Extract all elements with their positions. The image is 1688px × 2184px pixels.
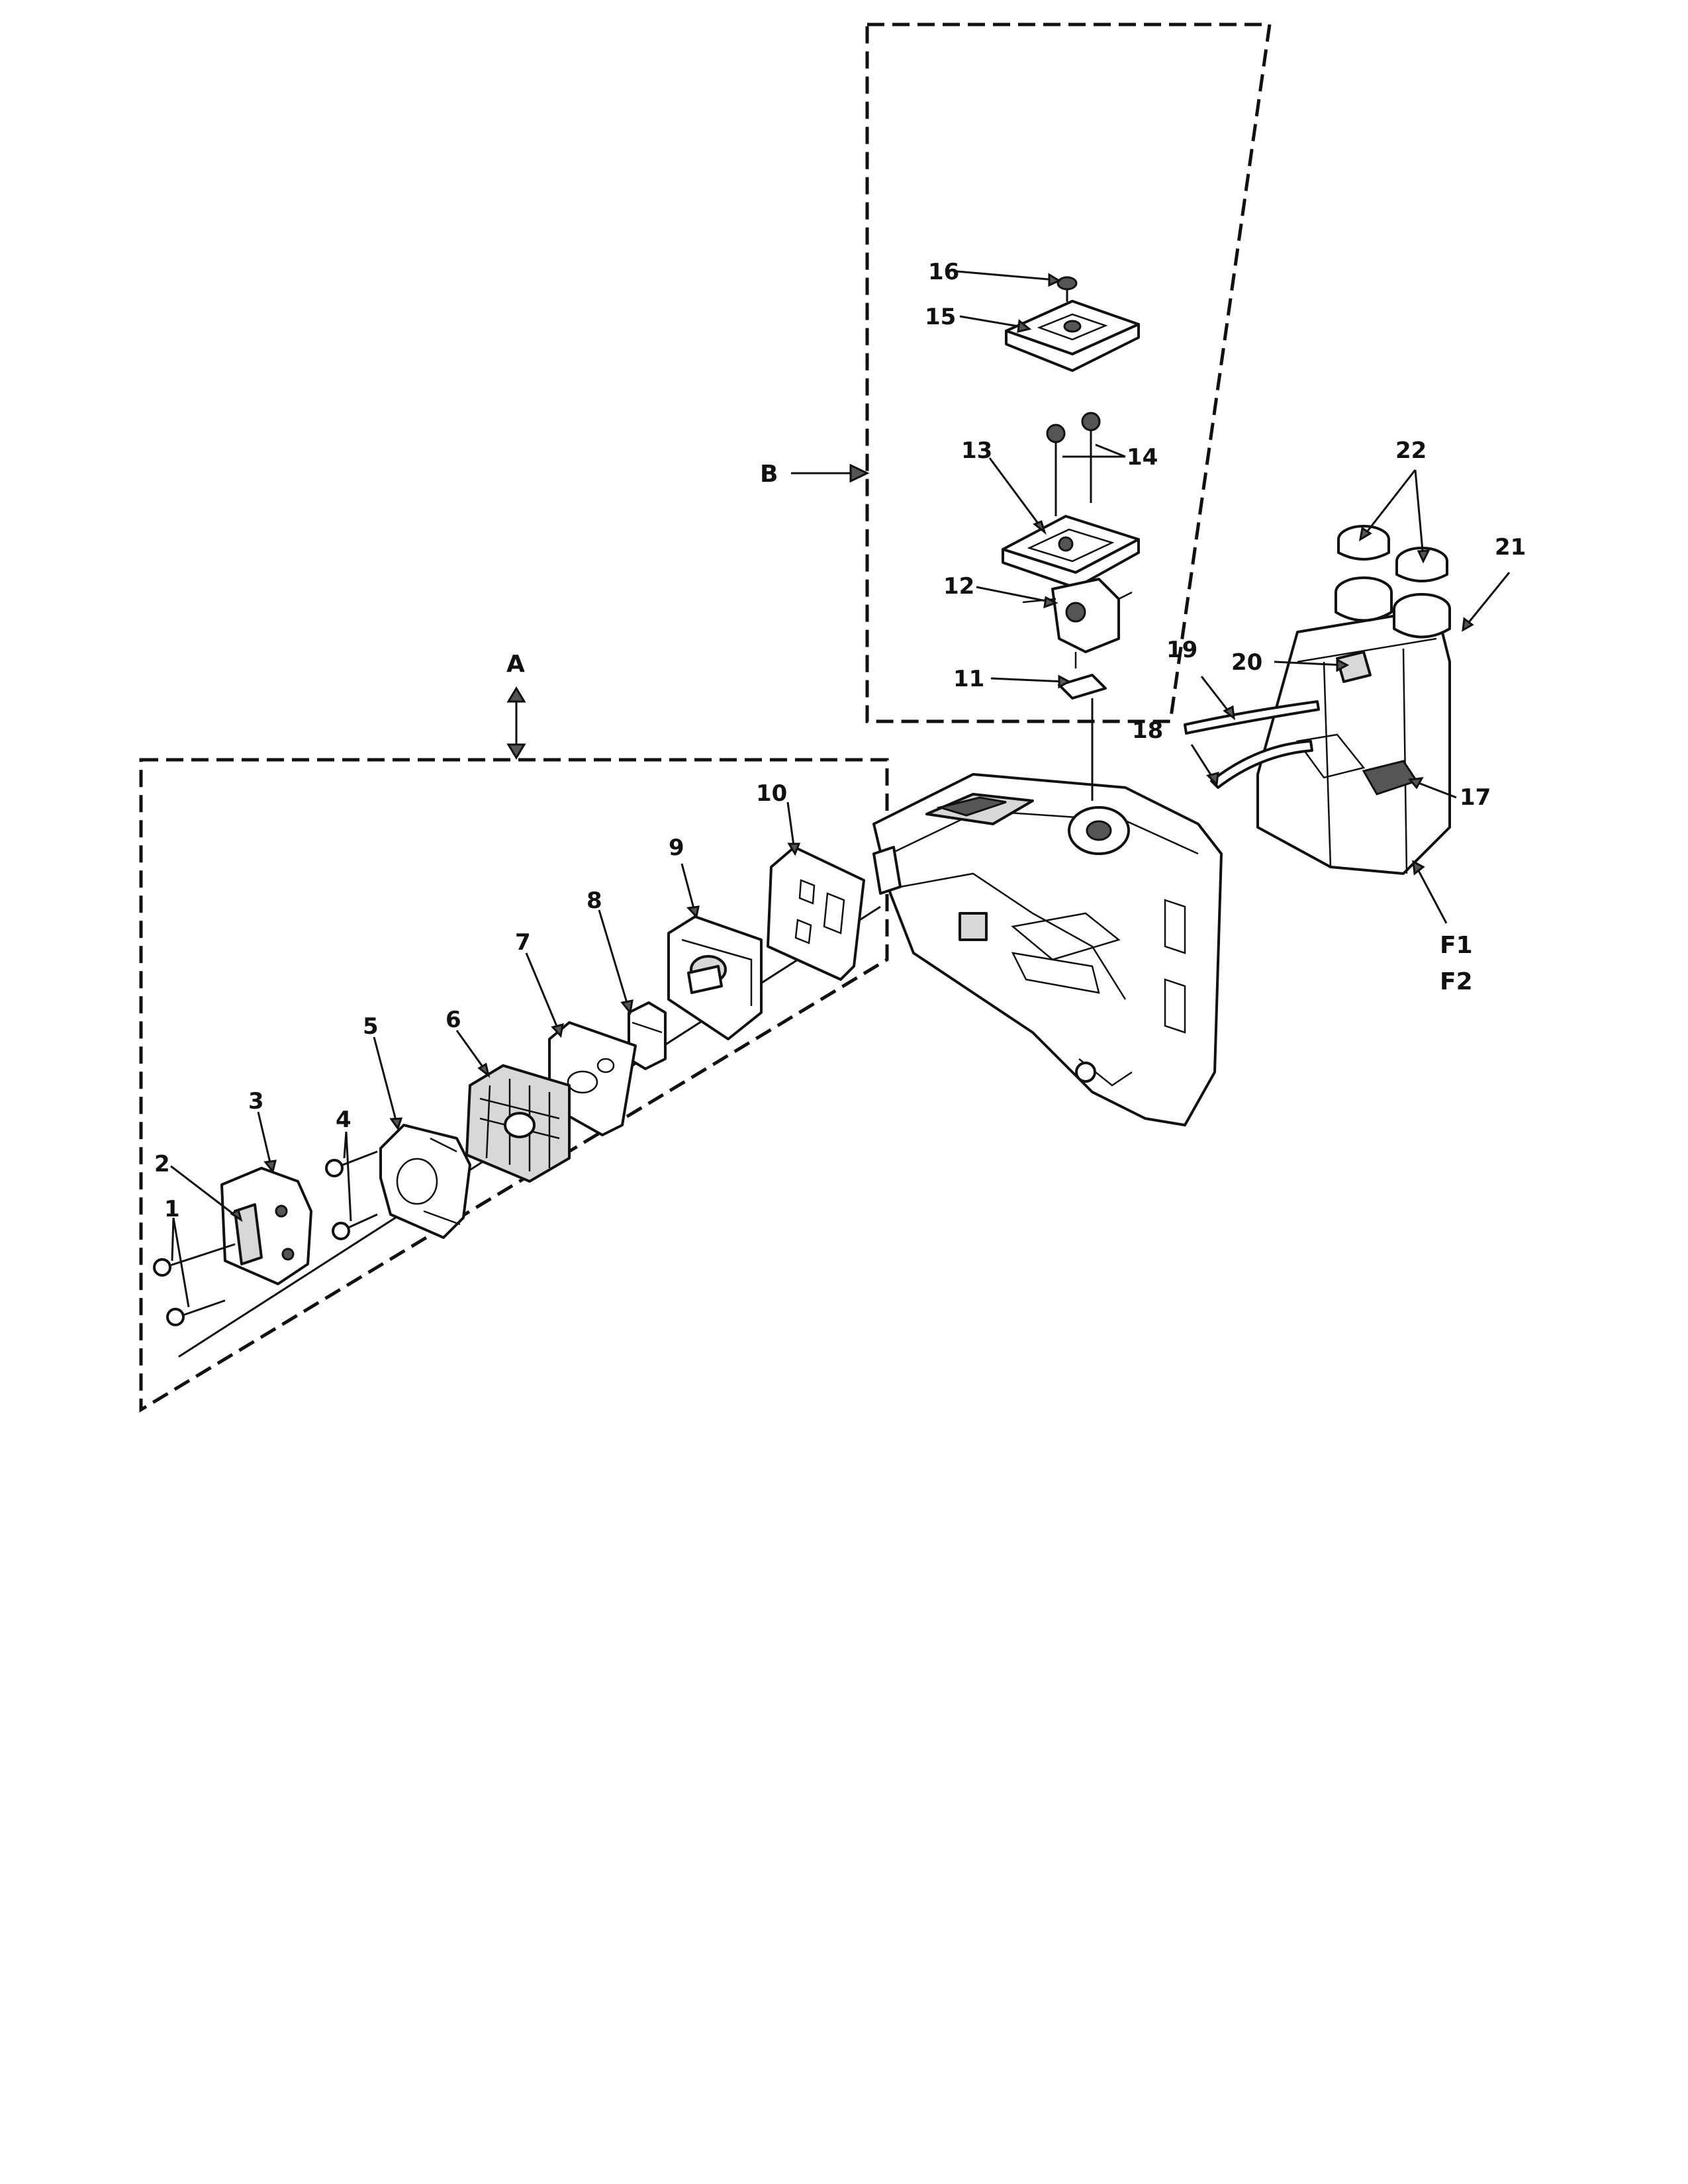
label-f2: F2 bbox=[1440, 968, 1473, 995]
part-14-screws bbox=[1046, 412, 1101, 516]
grommet-20 bbox=[1336, 651, 1372, 683]
label-part-8: 8 bbox=[586, 887, 602, 914]
part-12-carburetor bbox=[1022, 578, 1133, 668]
part-4-studs bbox=[325, 1150, 378, 1240]
part-6-screen bbox=[465, 1064, 571, 1183]
label-part-22: 22 bbox=[1395, 437, 1427, 464]
fuel-line-19 bbox=[1184, 700, 1320, 735]
label-group-b: B bbox=[760, 461, 778, 488]
part-9-baffle bbox=[667, 915, 763, 1040]
part-1-screws bbox=[153, 1243, 236, 1326]
label-part-4: 4 bbox=[336, 1107, 352, 1133]
part-11-gasket bbox=[1058, 674, 1107, 700]
leader-lines bbox=[170, 270, 1511, 1308]
label-part-10: 10 bbox=[756, 780, 787, 807]
label-part-2: 2 bbox=[154, 1151, 170, 1177]
label-part-18: 18 bbox=[1132, 717, 1163, 744]
label-part-5: 5 bbox=[363, 1013, 379, 1040]
label-group-a: A bbox=[506, 651, 525, 678]
part-13-base bbox=[1002, 515, 1140, 589]
label-part-1: 1 bbox=[164, 1196, 180, 1222]
fuel-cap-left bbox=[1335, 525, 1393, 622]
label-part-7: 7 bbox=[515, 929, 531, 956]
part-5-muffler-body bbox=[379, 1124, 471, 1239]
fuel-tank bbox=[1256, 608, 1451, 875]
label-part-21: 21 bbox=[1495, 534, 1526, 561]
group-a-boundary bbox=[139, 758, 889, 1413]
label-part-17: 17 bbox=[1460, 784, 1491, 811]
label-part-20: 20 bbox=[1231, 649, 1262, 676]
fuel-line-18 bbox=[1210, 740, 1313, 789]
label-part-11: 11 bbox=[953, 666, 984, 692]
label-part-16: 16 bbox=[928, 259, 959, 285]
part-3-cover bbox=[220, 1167, 312, 1285]
fuel-cap-right bbox=[1393, 547, 1451, 639]
label-part-6: 6 bbox=[445, 1007, 461, 1033]
part-10-gasket bbox=[767, 846, 865, 981]
group-b-boundary bbox=[865, 23, 1272, 723]
part-15-cover bbox=[1005, 300, 1140, 372]
part-16-screw bbox=[1056, 276, 1078, 302]
label-part-9: 9 bbox=[669, 835, 684, 861]
label-part-3: 3 bbox=[248, 1088, 264, 1115]
label-f1: F1 bbox=[1440, 932, 1473, 959]
label-part-15: 15 bbox=[925, 304, 956, 330]
arrowheads bbox=[230, 273, 1474, 1222]
label-part-19: 19 bbox=[1166, 637, 1197, 663]
label-part-14: 14 bbox=[1127, 444, 1158, 471]
label-part-13: 13 bbox=[961, 437, 992, 464]
label-part-12: 12 bbox=[943, 573, 974, 600]
engine-housing bbox=[872, 773, 1223, 1126]
